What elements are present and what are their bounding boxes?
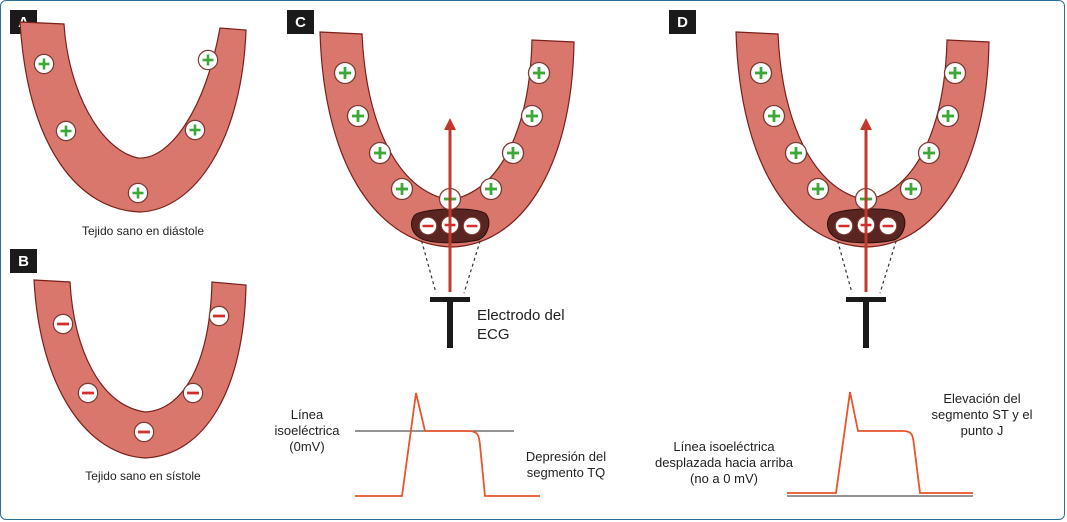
ecg-trace-c: [355, 392, 540, 497]
positive-charge-icon: [333, 61, 357, 85]
positive-charge-icon: [501, 141, 525, 165]
st-elevation-label-line2: segmento ST y el: [932, 407, 1033, 422]
panel-b-badge: [10, 249, 37, 273]
ecg-electrode-stem: [863, 297, 869, 348]
negative-charge-icon: [834, 216, 854, 236]
tq-depression-label-line2: segmento TQ: [527, 465, 606, 480]
electrode-label-line1: Electrodo del: [477, 307, 565, 324]
positive-charge-icon: [917, 141, 941, 165]
ecg-electrode-stem: [447, 297, 453, 348]
panel-c-badge: [287, 10, 314, 34]
positive-charge-icon: [197, 49, 219, 71]
positive-charge-icon: [527, 61, 551, 85]
caption-diastole: Tejido sano en diástole: [82, 224, 204, 238]
positive-charge-icon: [784, 141, 808, 165]
positive-charge-icon: [368, 141, 392, 165]
panel-d-letter: D: [677, 14, 688, 31]
positive-charge-icon: [127, 182, 149, 204]
panel-d-badge: [669, 10, 696, 34]
positive-charge-icon: [749, 61, 773, 85]
tissue-band-d: [735, 31, 990, 248]
shifted-isoelectric-label-line1: Línea isoeléctrica: [673, 439, 775, 454]
positive-charge-icon: [33, 53, 55, 75]
positive-charge-icon: [479, 177, 503, 201]
arrow-head-icon: [444, 118, 456, 130]
electrode-label-line2: ECG: [477, 326, 510, 343]
isoelectric-label-line1: Línea: [291, 407, 324, 422]
positive-charge-icon: [184, 119, 206, 141]
tissue-band-a: [19, 21, 247, 213]
positive-charge-icon: [346, 104, 370, 128]
panel-d: D Elevación del segmento ST y el punto J…: [655, 10, 1033, 497]
tissue-band-b: [33, 279, 247, 459]
panel-b: B Tejido sano en sístole: [10, 249, 247, 483]
tq-depression-label-line1: Depresión del: [526, 449, 606, 464]
positive-charge-icon: [943, 61, 967, 85]
negative-charge-icon: [182, 382, 204, 404]
electrode-cone-left: [419, 234, 437, 294]
panel-a: A Tejido sano en diástole: [10, 10, 247, 238]
electrode-cone-right: [463, 234, 483, 294]
panel-c: C Electrodo del ECG Línea isoeléctrica (…: [274, 10, 606, 497]
negative-charge-icon: [878, 216, 898, 236]
isoelectric-label-line3: (0mV): [289, 439, 324, 454]
shifted-isoelectric-label-line2: desplazada hacia arriba: [655, 455, 794, 470]
ecg-trace-d: [787, 391, 973, 494]
positive-charge-icon: [806, 177, 830, 201]
st-elevation-label-line1: Elevación del: [943, 391, 1020, 406]
negative-charge-icon: [52, 313, 74, 335]
caption-systole: Tejido sano en sístole: [85, 469, 201, 483]
positive-charge-icon: [55, 120, 77, 142]
positive-charge-icon: [520, 104, 544, 128]
panel-b-letter: B: [18, 253, 29, 270]
positive-charge-icon: [390, 177, 414, 201]
st-elevation-label-line3: punto J: [961, 423, 1004, 438]
isoelectric-label-line2: isoeléctrica: [274, 423, 340, 438]
positive-charge-icon: [936, 104, 960, 128]
negative-charge-icon: [133, 421, 155, 443]
negative-charge-icon: [462, 216, 482, 236]
arrow-head-icon: [860, 118, 872, 130]
electrode-cone-right: [879, 234, 899, 294]
negative-charge-icon: [77, 382, 99, 404]
positive-charge-icon: [899, 177, 923, 201]
shifted-isoelectric-label-line3: (no a 0 mV): [690, 471, 758, 486]
negative-charge-icon: [208, 305, 230, 327]
positive-charge-icon: [762, 104, 786, 128]
electrode-cone-left: [835, 234, 853, 294]
negative-charge-icon: [418, 216, 438, 236]
tissue-band-c: [319, 31, 575, 248]
panel-c-letter: C: [295, 14, 306, 31]
